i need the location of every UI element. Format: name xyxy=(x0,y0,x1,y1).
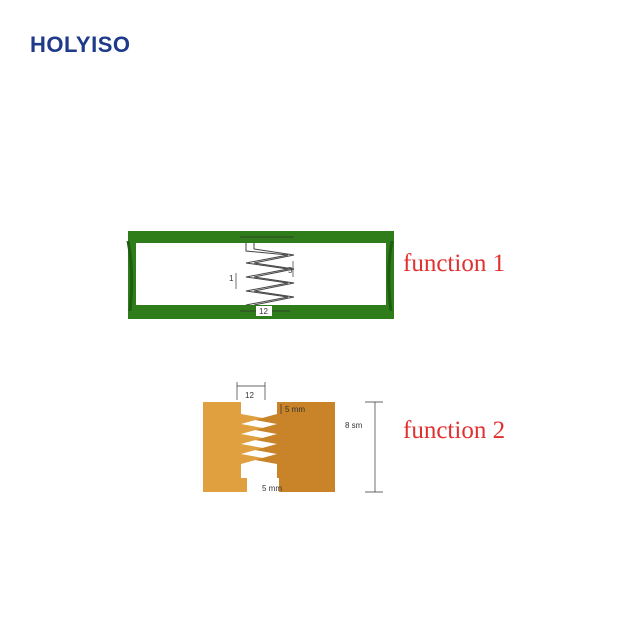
function-1-diagram: 5 1 12 xyxy=(126,231,394,319)
dim-bottom-box xyxy=(256,306,272,316)
function-2-diagram: 12 5 mm 8 sm 5 mm xyxy=(203,382,383,493)
dim-bottom: 12 xyxy=(259,307,268,316)
dim-left: 1 xyxy=(229,274,234,283)
left-comb-block xyxy=(203,402,263,492)
serpentine-trace xyxy=(245,243,289,306)
serpentine-trace-2 xyxy=(253,243,295,306)
dim-height: 8 sm xyxy=(345,421,363,430)
board-edge-right xyxy=(387,240,394,312)
dim-gap: 5 mm xyxy=(285,405,305,414)
board-edge-left xyxy=(126,240,134,312)
dim-pitch: 5 xyxy=(288,266,293,275)
dim-bottom: 5 mm xyxy=(262,484,282,493)
dim-top: 12 xyxy=(245,391,254,400)
function-1-label: function 1 xyxy=(403,250,506,277)
holyiso-logo: HOLYISO xyxy=(30,32,131,57)
function-2-label: function 2 xyxy=(403,417,506,444)
right-comb-block xyxy=(255,402,335,492)
